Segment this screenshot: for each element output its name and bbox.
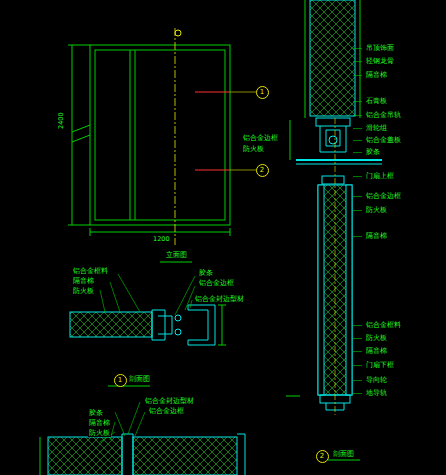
part-label: 防火板 — [72, 288, 95, 295]
section-mark: 2 — [316, 450, 329, 463]
part-label: 防火板 — [365, 335, 388, 342]
mark-circle — [175, 30, 181, 36]
part-label: 隔音棉 — [365, 233, 388, 240]
part-label: 吊顶饰面 — [365, 45, 395, 52]
callout-number: 1 — [118, 376, 122, 384]
part-label: 地导轨 — [365, 390, 388, 397]
part-label: 门扇下框 — [365, 362, 395, 369]
leader-line — [353, 393, 362, 394]
part-label: 铝合金封边型材 — [194, 296, 245, 303]
leader-line — [353, 140, 362, 141]
part-label: 隔音棉 — [365, 72, 388, 79]
part-label: 铝合金框料 — [72, 268, 109, 275]
part-label: 2400 — [58, 111, 65, 130]
part-label: 胶条 — [198, 270, 214, 277]
part-label: 滑轮组 — [365, 125, 388, 132]
callout-number: 2 — [320, 452, 324, 460]
leader-line — [353, 236, 362, 237]
part-label: 立面图 — [165, 252, 188, 259]
leader-lines — [353, 49, 362, 394]
leader-line — [353, 176, 362, 177]
part-label: 铝合金边框 — [198, 280, 235, 287]
leader-line — [353, 338, 362, 339]
leader-line — [353, 115, 362, 116]
section-mark: 1 — [114, 374, 127, 387]
leader-line — [353, 351, 362, 352]
section-cut — [195, 92, 256, 170]
part-label: 1200 — [152, 236, 171, 243]
part-label: 导向轮 — [365, 377, 388, 384]
leader-line — [353, 380, 362, 381]
part-label: 铝合金封边型材 — [144, 398, 195, 405]
part-label: 胶条 — [365, 149, 381, 156]
callout-number: 2 — [260, 166, 264, 174]
part-label: 隔音棉 — [88, 420, 111, 427]
part-label: 铝合金吊轨 — [365, 112, 402, 119]
part-label: 隔音棉 — [72, 278, 95, 285]
part-label: 剖面图 — [332, 451, 355, 458]
part-label: 门扇上框 — [365, 173, 395, 180]
part-label: 铝合金框料 — [365, 322, 402, 329]
leader-line — [353, 61, 362, 62]
leader-line — [353, 48, 362, 49]
leader-line — [353, 75, 362, 76]
leader-line — [353, 152, 362, 153]
section-mark: 2 — [256, 164, 269, 177]
part-label: 轻钢龙骨 — [365, 58, 395, 65]
part-label: 石膏板 — [365, 98, 388, 105]
leader-line — [353, 128, 362, 129]
part-label: 防火板 — [88, 430, 111, 437]
part-label: 剖面图 — [128, 376, 151, 383]
part-label: 胶条 — [88, 410, 104, 417]
callout-number: 1 — [260, 88, 264, 96]
leader-line — [353, 101, 362, 102]
center-line — [175, 28, 176, 245]
leader-line — [353, 325, 362, 326]
leader-line — [353, 365, 362, 366]
leader-line — [353, 210, 362, 211]
part-label: 防火板 — [365, 207, 388, 214]
section-mark: 1 — [256, 86, 269, 99]
part-label: 铝合金边框 — [242, 135, 279, 142]
part-label: 铝合金边框 — [148, 408, 185, 415]
part-label: 防火板 — [242, 146, 265, 153]
door-elevation — [68, 45, 230, 262]
part-label: 隔音棉 — [365, 348, 388, 355]
leader-line — [353, 196, 362, 197]
part-label: 铝合金边框 — [365, 193, 402, 200]
part-label: 铝合金盖板 — [365, 137, 402, 144]
door-meeting-section — [40, 402, 245, 475]
